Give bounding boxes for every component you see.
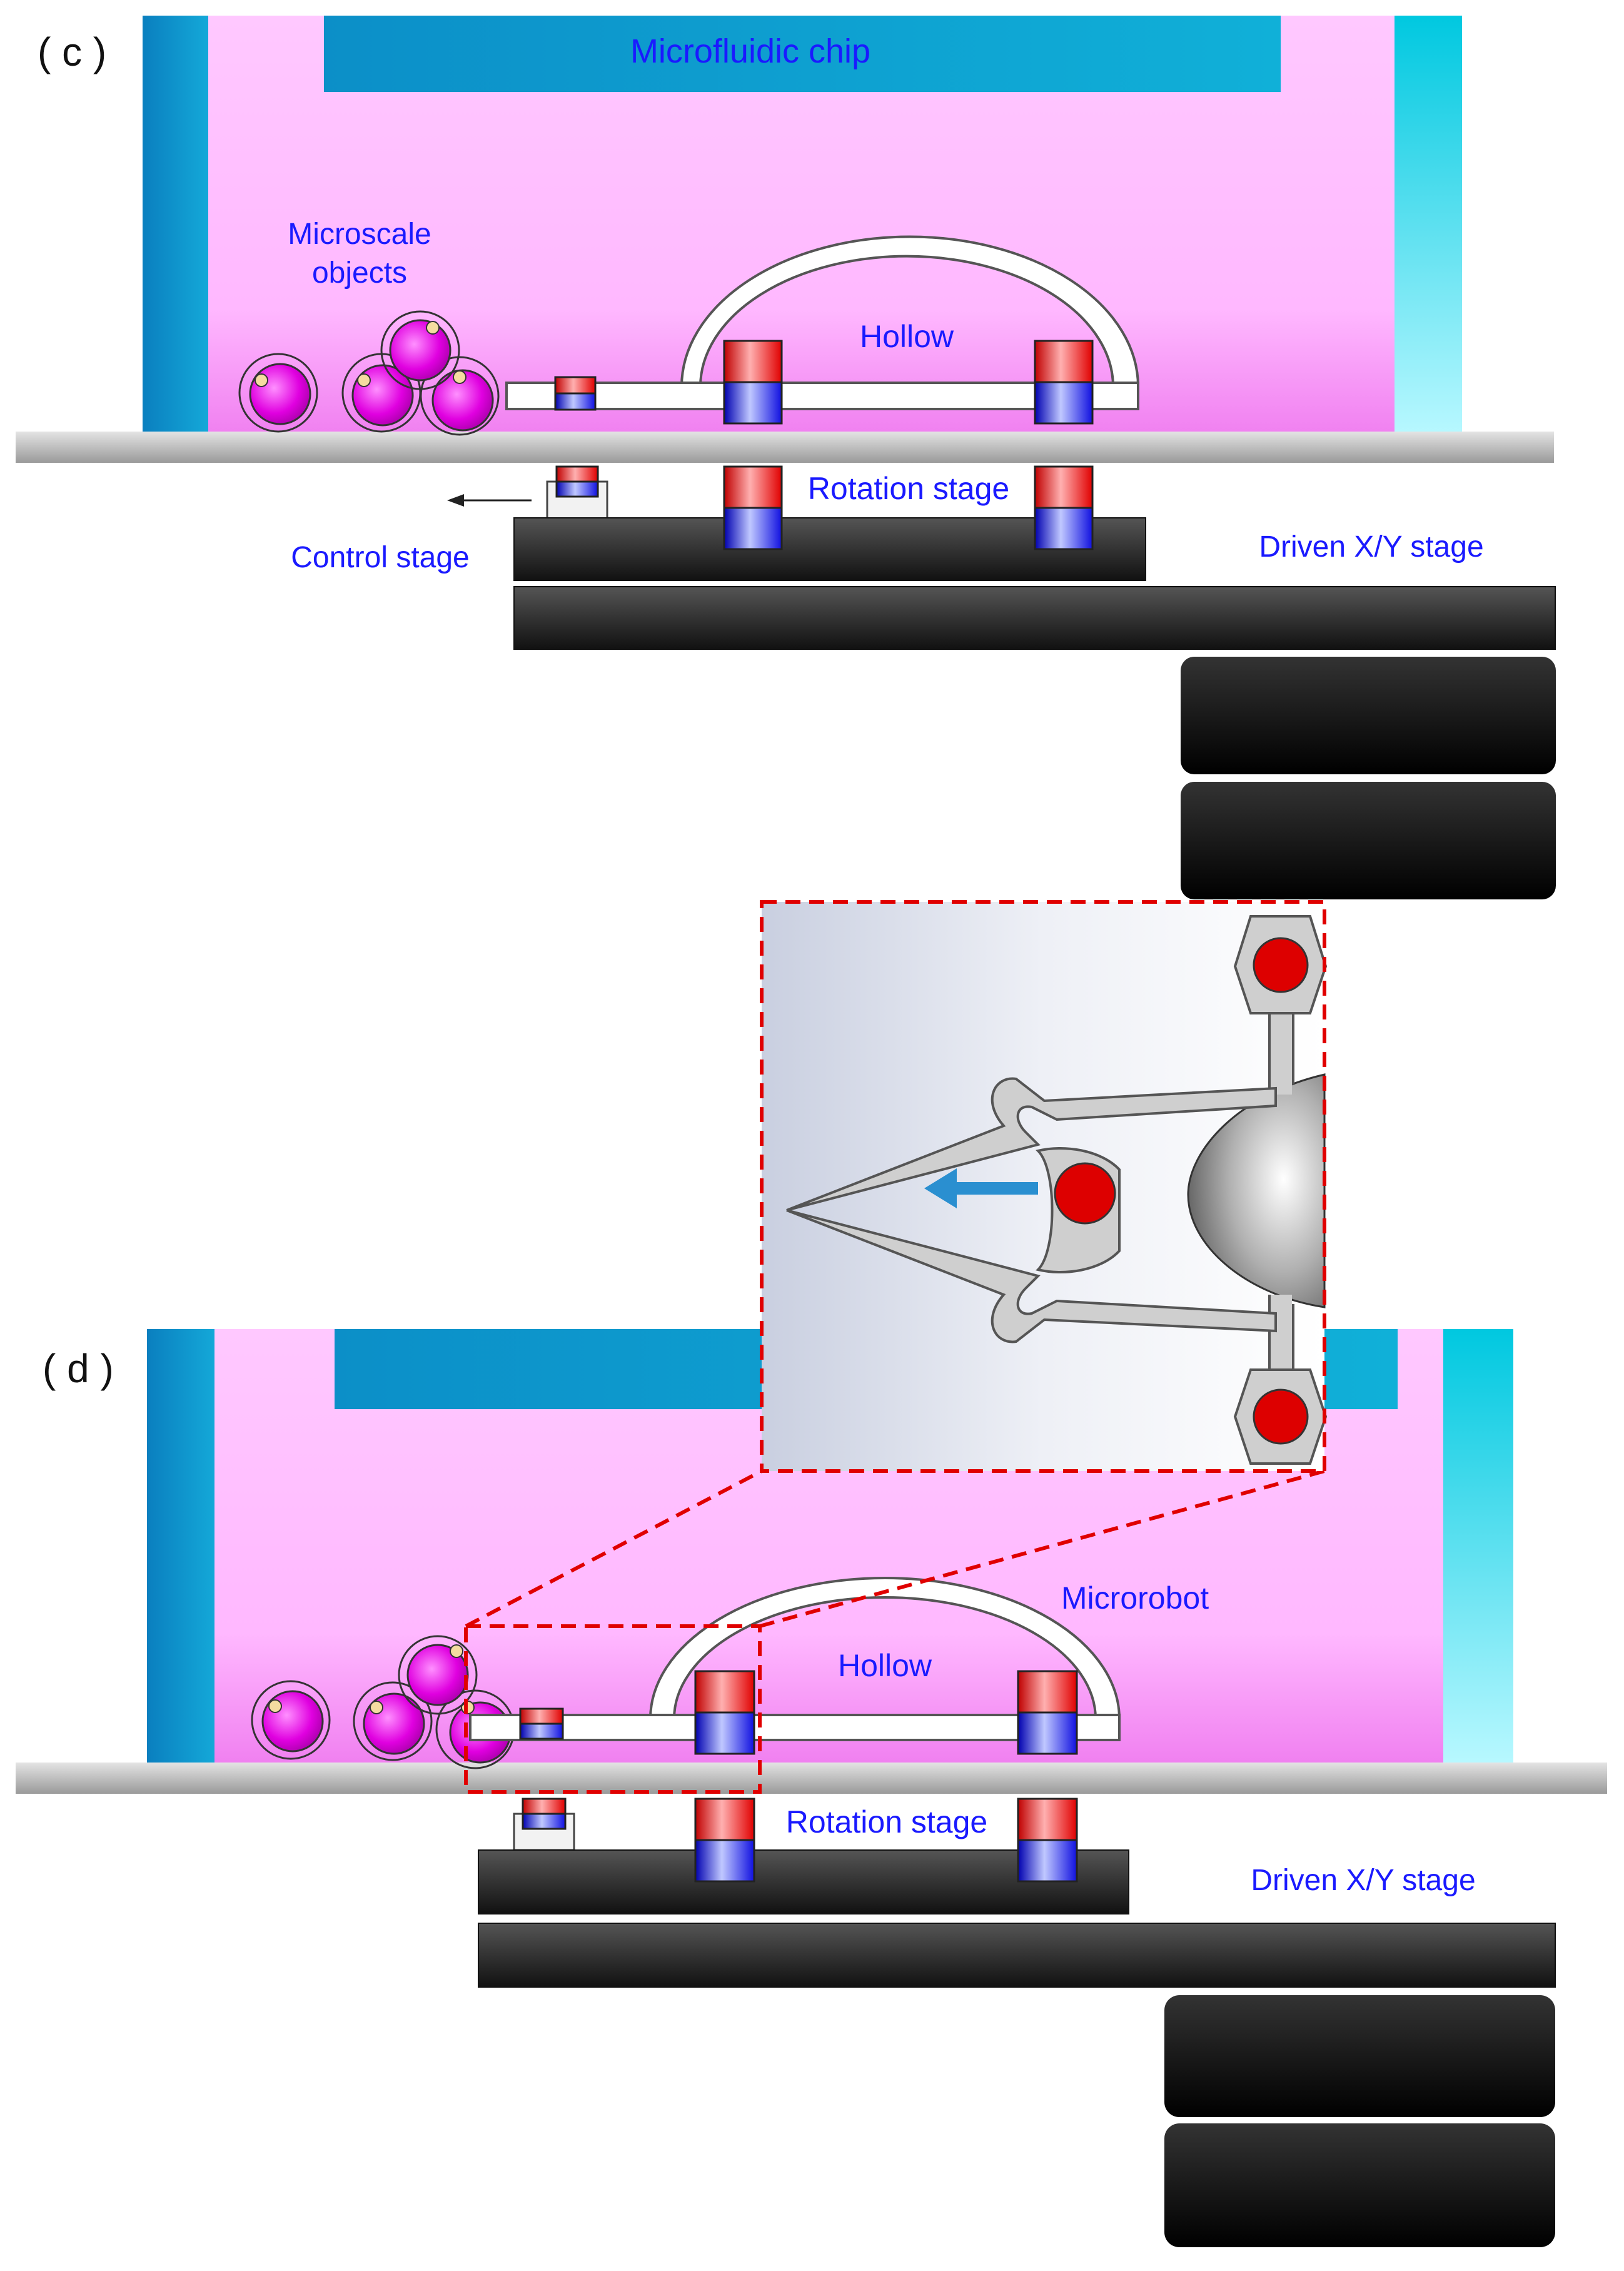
microscale-object [341,353,421,433]
driven-stage-bar-c [513,586,1556,650]
magnet-right-chip-d [1017,1670,1078,1755]
motion-arrow [924,1168,1038,1208]
magnet-right-chip-c [1034,340,1094,425]
driven-stage-label-c: Driven X/Y stage [1259,530,1483,564]
anchor-pad-top [1233,915,1328,1014]
panel-d: ( d ) Mic [16,1329,1607,2247]
microscale-object [420,356,500,436]
microscale-object [380,310,460,390]
magnet-small-chip-c [554,376,597,411]
magnet-left-chip-c [723,340,783,425]
driven-stage-label-d: Driven X/Y stage [1251,1864,1475,1897]
zoom-region-box [464,1624,762,1794]
chip-left-wall-d [147,1329,214,1764]
microscale-object [398,1635,478,1715]
anchor-pad-bottom [1233,1368,1328,1465]
inset-magnified-gripper [760,900,1328,1473]
driven-stage-block-upper-c [1181,657,1556,774]
microrobot-d [469,1577,1121,1741]
driven-stage-block-lower-c [1181,782,1556,899]
gripped-object-magnet [1054,1162,1116,1225]
microfluidic-chip-label: Microfluidic chip [630,33,870,70]
panel-d-label: ( d ) [43,1346,114,1391]
glass-slide-c [16,432,1554,463]
zoom-connector-right [759,1469,1325,1628]
driven-stage-block-upper-d [1164,1995,1555,2117]
panel-c-label: ( c ) [38,29,106,74]
magnet-left-chip-d [694,1670,755,1755]
zoom-connector-left [465,1469,763,1628]
microrobot-label: Microrobot [1061,1581,1209,1616]
control-stage-label: Control stage [291,541,470,574]
microscale-objects-label-1: Microscale [288,218,431,251]
chip-left-wall-c [143,16,208,435]
glass-slide-d [16,1763,1607,1794]
inset-border [760,900,1326,1473]
control-stage-arrow [447,494,532,507]
microscale-object [353,1681,433,1761]
microscale-object [251,1680,331,1760]
chip-right-wall-d [1443,1329,1513,1764]
microfluidic-channel-c [324,16,1281,92]
control-stage-c [546,465,608,520]
hollow-label-c: Hollow [860,319,954,354]
chip-right-wall-c [1395,16,1462,435]
magnet-right-stage-d [1017,1798,1078,1883]
rotation-stage-label-c: Rotation stage [808,471,1009,506]
microscale-object [238,353,318,433]
driven-stage-bar-d [478,1923,1556,1988]
magnet-left-stage-c [723,465,783,550]
magnet-left-stage-d [694,1798,755,1883]
microscale-objects-label-2: objects [312,256,407,290]
panel-c: ( c ) Microfluidic chip Microscale objec… [16,16,1556,899]
control-stage-d [513,1798,575,1851]
driven-stage-block-lower-d [1164,2123,1555,2247]
microrobot-c [505,235,1140,410]
magnet-right-stage-c [1034,465,1094,550]
hollow-label-d: Hollow [838,1648,932,1683]
rotation-stage-label-d: Rotation stage [786,1804,987,1839]
magnet-small-chip-d [519,1707,564,1740]
